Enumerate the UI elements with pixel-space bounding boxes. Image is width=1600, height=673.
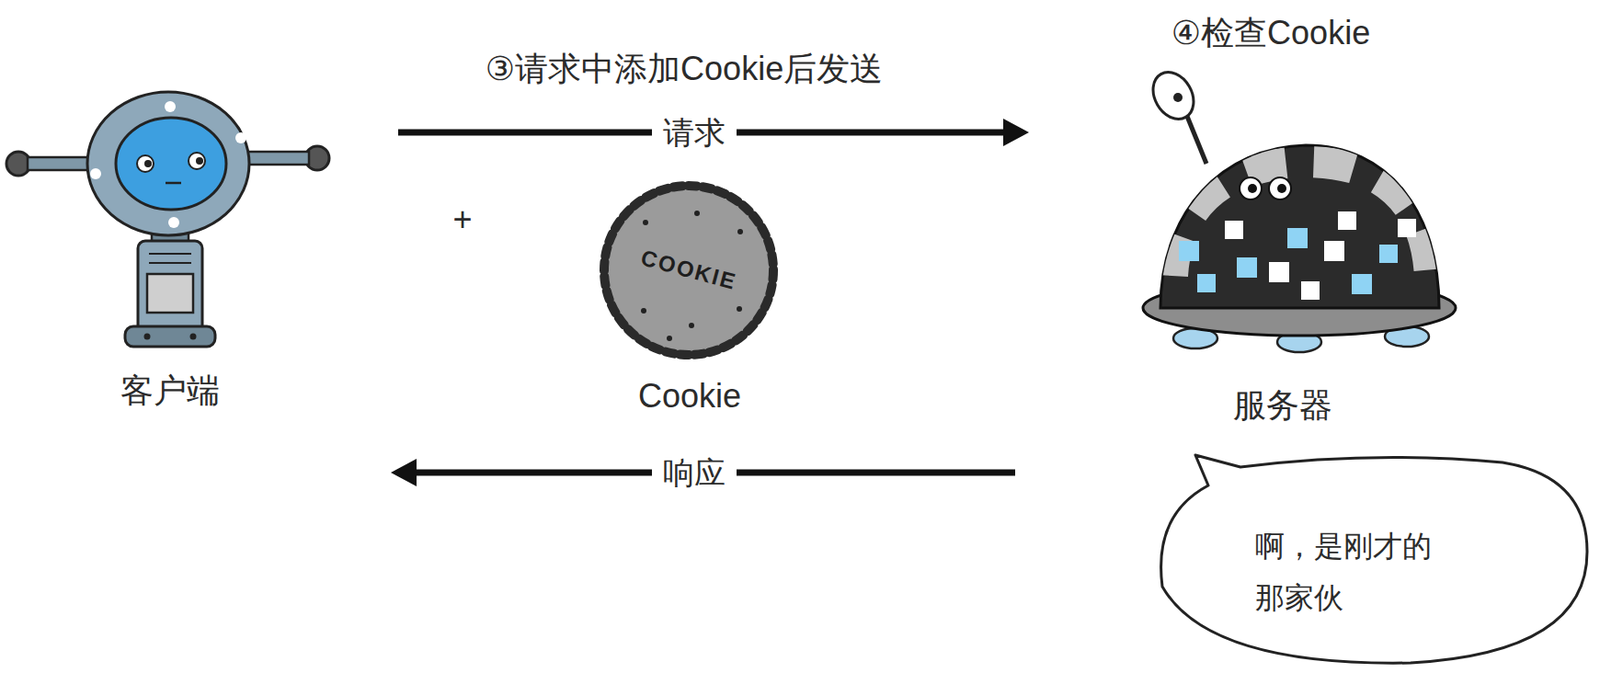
dome [1160, 145, 1440, 309]
cookie-picture [604, 185, 774, 355]
speech-bubble: 啊，是刚才的 那家伙 [1153, 448, 1593, 669]
light-square [1324, 240, 1345, 262]
antenna-dish [1144, 65, 1202, 127]
server-robot [1142, 65, 1456, 353]
head-dot [90, 168, 102, 180]
light-square [1224, 220, 1244, 240]
robot-base [125, 326, 216, 347]
cookie-dot [666, 335, 673, 342]
light-square [1397, 218, 1417, 238]
robot-eye [1239, 177, 1262, 200]
figure-label: 客户端 [120, 370, 220, 411]
base-dot [144, 333, 151, 341]
robot-mouth [165, 182, 182, 185]
robot-body [137, 240, 203, 333]
head-dot [164, 101, 176, 113]
dome-stripes [1172, 161, 1430, 276]
light-square [1379, 244, 1398, 263]
light-square [1301, 281, 1320, 300]
connector-label: 响应 [651, 454, 737, 492]
robot-eye [137, 155, 154, 172]
robot-arm [27, 157, 94, 171]
cookie-body [609, 191, 768, 350]
cookie-dot [642, 219, 649, 226]
cookie-dot [737, 228, 743, 235]
step-title: ④检查Cookie [1171, 12, 1371, 53]
figure-label: 服务器 [1233, 385, 1333, 425]
cookie-dot [688, 322, 695, 329]
cookie-dot [640, 308, 647, 314]
connector-label: 请求 [651, 114, 737, 152]
cookie-edge [604, 185, 774, 355]
robot-pupil [195, 157, 204, 165]
plus-sign: + [452, 199, 472, 240]
cookie-dot [736, 306, 743, 312]
head-dot [168, 217, 180, 229]
arrow-head [1003, 118, 1029, 147]
cookie-dot [694, 210, 700, 217]
light-square [1236, 257, 1258, 278]
client-figure: 客户端 [0, 73, 341, 423]
bubble-shape [1161, 455, 1588, 663]
light-square [1268, 262, 1290, 283]
stripe-band [1172, 161, 1430, 276]
arrow-head [390, 458, 417, 487]
client-robot [6, 91, 330, 347]
body-line [148, 262, 192, 264]
step-title: ③请求中添加Cookie后发送 [485, 48, 883, 89]
bubble-text: 啊，是刚才的 那家伙 [1255, 520, 1444, 624]
antenna-stalk [1186, 114, 1207, 164]
base-dot [190, 333, 197, 341]
body-line [148, 252, 192, 255]
robot-pupil [1277, 183, 1287, 194]
head-dot [235, 132, 247, 144]
robot-pupil [144, 160, 152, 168]
robot-eye [1268, 177, 1292, 200]
server-figure: 服务器 [1131, 73, 1463, 433]
light-square [1351, 274, 1372, 295]
body-panel [147, 274, 194, 313]
light-square [1287, 228, 1308, 249]
robot-head [87, 91, 250, 236]
robot-face [115, 117, 227, 210]
robot-arm [242, 151, 309, 165]
light-square [1337, 211, 1357, 230]
robot-eye [188, 152, 206, 170]
light-square [1197, 274, 1216, 293]
cookie-lettering: COOKIE [638, 244, 741, 296]
cookie-figure: COOKIE Cookie [588, 179, 791, 423]
robot-pupil [1247, 183, 1258, 194]
antenna-tip [1173, 92, 1183, 103]
figure-label: Cookie [638, 376, 742, 416]
light-square [1178, 240, 1200, 262]
